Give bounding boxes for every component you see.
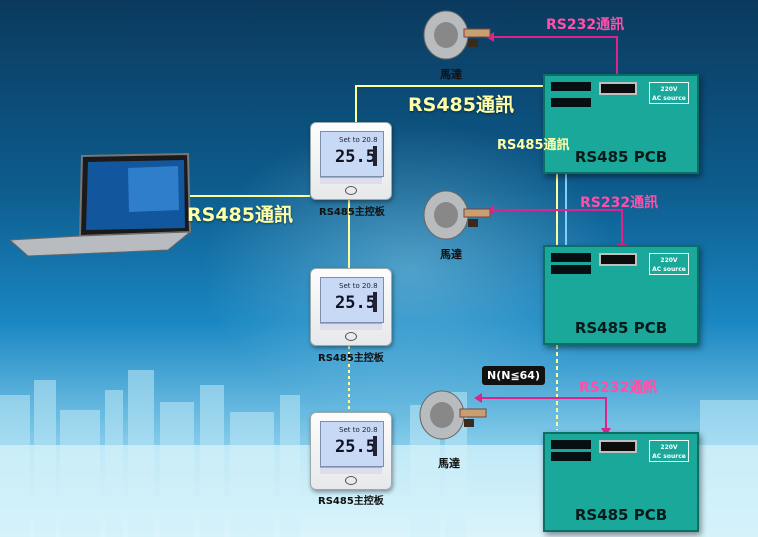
room-temp: 25.5 (335, 147, 376, 167)
controller-3: Set to 20.8 25.5 (310, 412, 392, 490)
controller-label-2: RS485主控板 (318, 353, 384, 364)
laptop-icon (8, 152, 192, 257)
room-temp: 25.5 (335, 293, 376, 313)
rs232-line-3 (478, 397, 607, 432)
pcb-title: RS485 PCB (574, 319, 668, 337)
motor-label-3: 馬達 (438, 457, 460, 470)
pcb-title: RS485 PCB (574, 148, 668, 166)
pcb-title: RS485 PCB (574, 506, 668, 524)
rs232-label-2: RS232通訊 (580, 195, 659, 211)
controller-keys (320, 323, 382, 330)
motor-label-1: 馬達 (440, 68, 462, 81)
level-bar (373, 146, 377, 166)
rs485-label-left: RS485通訊 (187, 204, 293, 226)
rs232-label-3: RS232通訊 (579, 380, 658, 396)
controller-label-3: RS485主控板 (318, 496, 384, 507)
motor-label-2: 馬達 (440, 248, 462, 261)
level-bar (373, 436, 377, 456)
controller-screen: Set to 20.8 25.5 (320, 131, 384, 177)
controller-knob (345, 332, 357, 341)
room-temp: 25.5 (335, 437, 376, 457)
rs232-line-2 (490, 209, 623, 248)
controller-1: Set to 20.8 25.5 (310, 122, 392, 200)
controller-knob (345, 476, 357, 485)
rs485-line-top (355, 85, 545, 125)
motor-icon-1 (423, 10, 491, 60)
controller-screen: Set to 20.8 25.5 (320, 421, 384, 467)
controller-label-1: RS485主控板 (319, 207, 385, 218)
rs232-arrow-3a (474, 393, 482, 403)
motor-icon-3 (419, 390, 487, 440)
rs232-label-1: RS232通訊 (546, 17, 625, 33)
rs232-line-1 (490, 36, 618, 78)
rs485-label-top: RS485通訊 (408, 94, 514, 116)
controller-keys (320, 467, 382, 474)
controller-2: Set to 20.8 25.5 (310, 268, 392, 346)
n-limit-badge: N(N≦64) (482, 366, 545, 385)
rs485-label-mid: RS485通訊 (497, 138, 570, 153)
level-bar (373, 292, 377, 312)
controller-keys (320, 177, 382, 184)
set-temp: Set to 20.8 (339, 136, 378, 144)
set-temp: Set to 20.8 (339, 426, 378, 434)
controller-screen: Set to 20.8 25.5 (320, 277, 384, 323)
set-temp: Set to 20.8 (339, 282, 378, 290)
motor-icon-2 (423, 190, 491, 240)
controller-knob (345, 186, 357, 195)
